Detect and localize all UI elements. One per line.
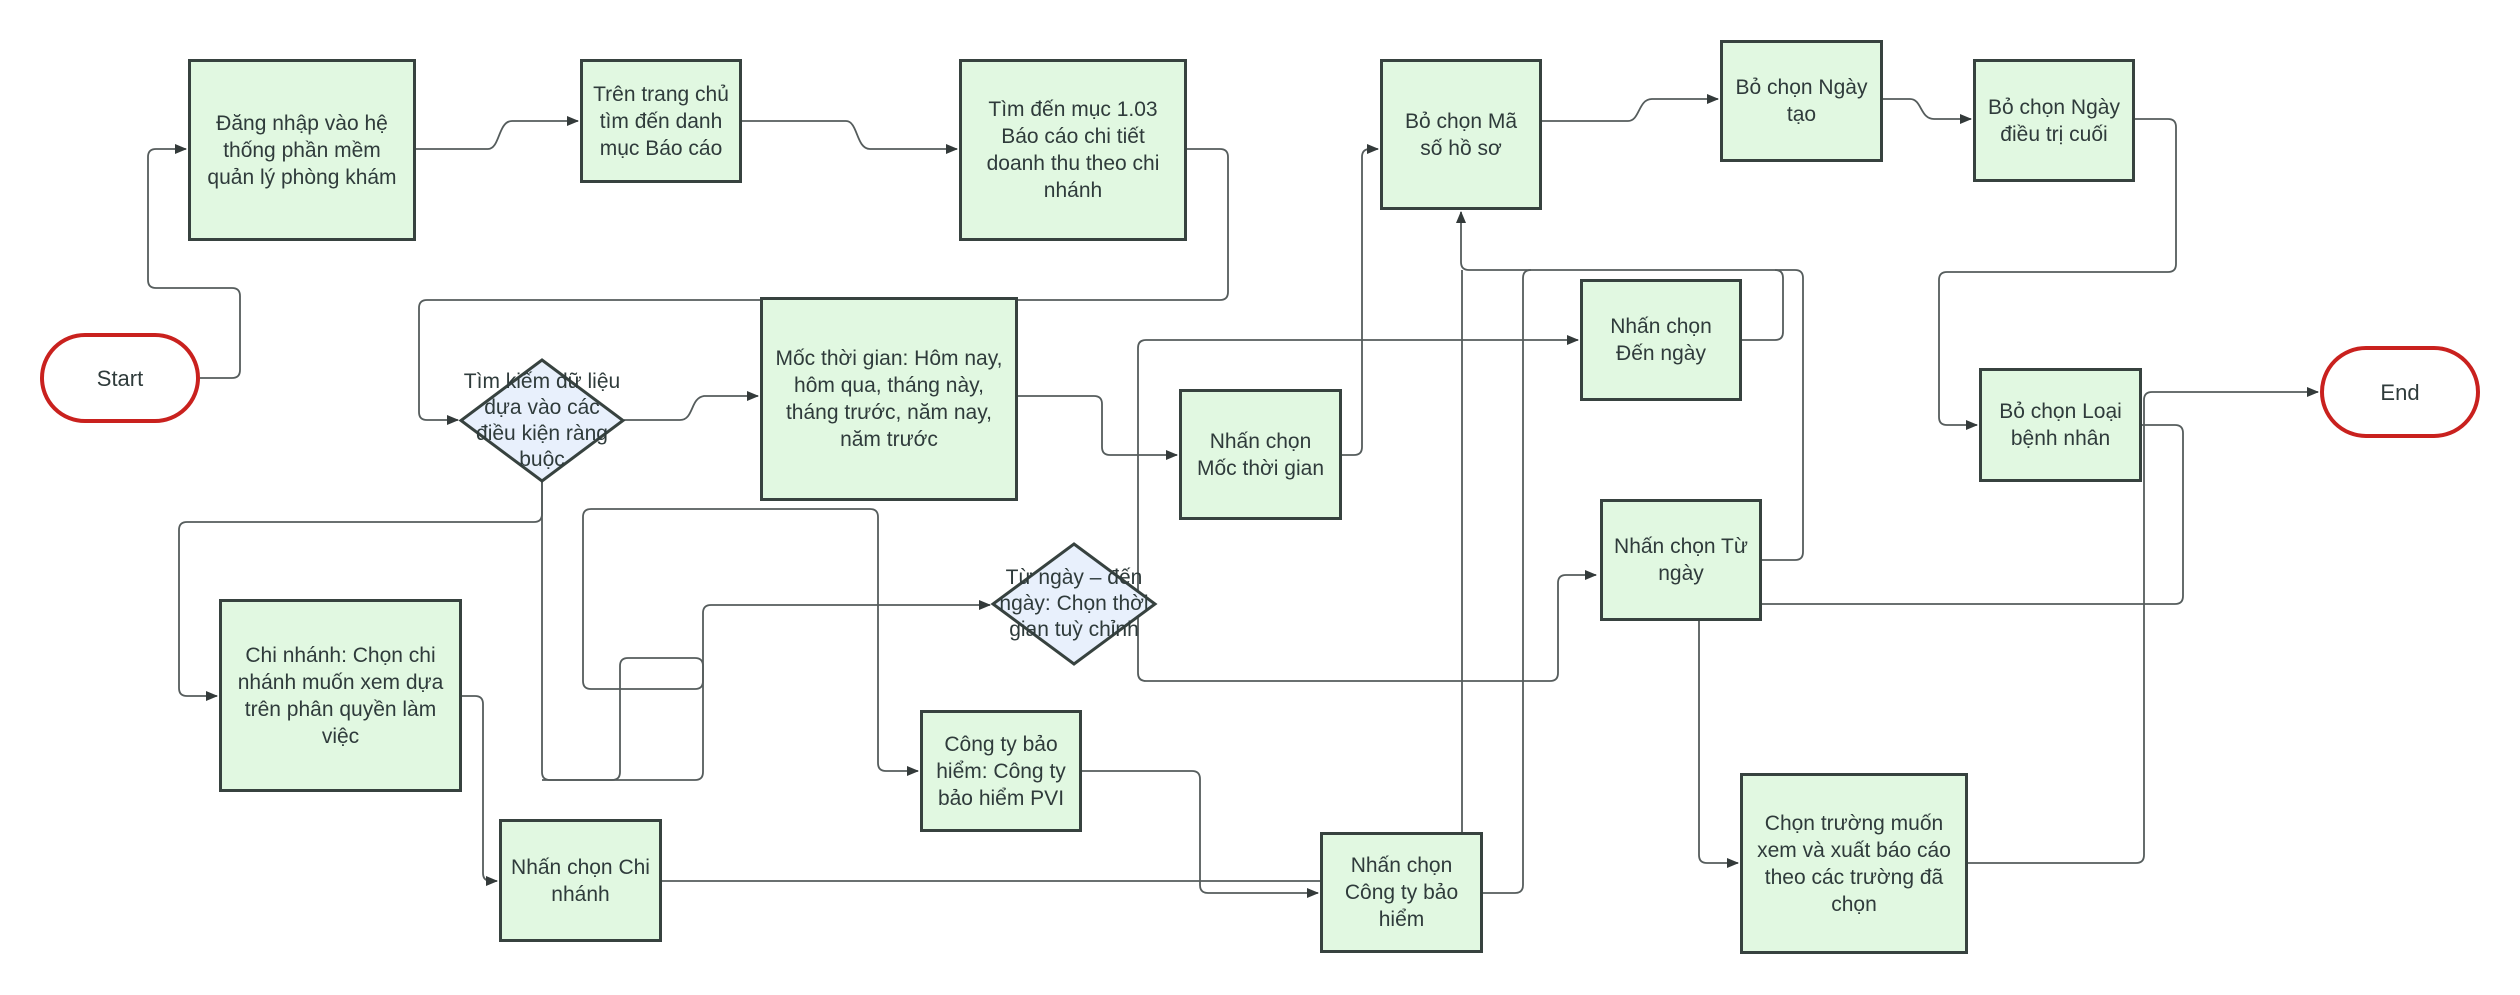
node-click-branch[interactable]: Nhấn chọn Chi nhánh [499, 819, 662, 942]
diamond-shape [990, 542, 1158, 666]
edge-search-branch-desc [178, 482, 543, 701]
edge-todate-recordcode [1456, 211, 1784, 341]
node-branch-desc[interactable]: Chi nhánh: Chọn chi nhánh muốn xem dựa t… [219, 599, 462, 792]
edge-homepage-report103 [742, 120, 958, 154]
edge-login-homepage [416, 116, 579, 150]
edge-click-milestone-recordcode [1342, 144, 1379, 456]
edge-recordcode-createddate [1542, 94, 1719, 122]
node-click-time-milestone[interactable]: Nhấn chọn Mốc thời gian [1179, 389, 1342, 520]
node-date-range-decision-label: Từ ngày – đến ngày: Chọn thời gian tuỳ c… [999, 566, 1149, 641]
node-click-branch-label: Nhấn chọn Chi nhánh [511, 855, 650, 906]
edge-search-milestone-desc [624, 391, 759, 421]
edge-createddate-lasttreatment [1883, 98, 1972, 124]
edge-start-login [147, 144, 241, 379]
node-time-milestone-desc-label: Mốc thời gian: Hôm nay, hôm qua, tháng n… [775, 347, 1003, 451]
node-click-insurance[interactable]: Nhấn chọn Công ty bảo hiểm [1320, 832, 1483, 953]
start-label: Start [96, 365, 144, 391]
edge-branch-desc-click [462, 695, 498, 886]
node-click-from-date[interactable]: Nhấn chọn Từ ngày [1600, 499, 1762, 621]
node-homepage-reports-label: Trên trang chủ tìm đến danh mục Báo cáo [593, 82, 729, 160]
node-insurance-desc-label: Công ty bảo hiểm: Công ty bảo hiểm PVI [936, 732, 1066, 810]
edge-search-insurance-desc [542, 508, 919, 781]
edge-milestone-desc-click [1018, 395, 1178, 460]
edge-insurance-desc-click [1082, 770, 1319, 898]
node-date-range-decision[interactable]: Từ ngày – đến ngày: Chọn thời gian tuỳ c… [990, 542, 1158, 666]
node-uncheck-record-code[interactable]: Bỏ chọn Mã số hồ sơ [1380, 59, 1542, 210]
edge-choosefields-end [1968, 387, 2319, 864]
node-homepage-reports[interactable]: Trên trang chủ tìm đến danh mục Báo cáo [580, 59, 742, 183]
edge-daterange-fromdate [1137, 570, 1597, 682]
edge-fromdate-recordcode [1760, 269, 1804, 561]
node-insurance-desc[interactable]: Công ty bảo hiểm: Công ty bảo hiểm PVI [920, 710, 1082, 832]
node-uncheck-patient-type[interactable]: Bỏ chọn Loại bệnh nhân [1979, 368, 2142, 482]
node-choose-fields-export[interactable]: Chọn trường muốn xem và xuất báo cáo the… [1740, 773, 1968, 954]
node-report-103-label: Tìm đến mục 1.03 Báo cáo chi tiết doanh … [986, 98, 1160, 202]
node-search-decision-label: Tìm kiếm dữ liệu dựa vào các điều kiện r… [463, 369, 621, 471]
node-click-insurance-label: Nhấn chọn Công ty bảo hiểm [1344, 854, 1459, 931]
edge-lasttreatment-patienttype [1938, 118, 2177, 430]
node-time-milestone-desc[interactable]: Mốc thời gian: Hôm nay, hôm qua, tháng n… [760, 297, 1018, 501]
node-login[interactable]: Đăng nhập vào hệ thống phần mềm quản lý … [188, 59, 416, 241]
edge-patienttype-choosefields [1698, 424, 2184, 868]
edge-daterange-todate [1137, 335, 1579, 604]
node-uncheck-patient-type-label: Bỏ chọn Loại bệnh nhân [1999, 400, 2122, 450]
node-click-from-date-label: Nhấn chọn Từ ngày [1614, 535, 1748, 585]
node-choose-fields-export-label: Chọn trường muốn xem và xuất báo cáo the… [1757, 811, 1951, 916]
end-label: End [2380, 379, 2420, 405]
edge-click-insurance-recordcode [1483, 269, 1532, 894]
node-uncheck-last-treatment-date-label: Bỏ chọn Ngày điều trị cuối [1988, 95, 2120, 146]
diamond-shape [458, 358, 626, 483]
node-branch-desc-label: Chi nhánh: Chọn chi nhánh muốn xem dựa t… [237, 643, 444, 748]
edge-search-daterange [541, 482, 991, 781]
start-terminal[interactable]: Start [40, 333, 200, 423]
node-uncheck-created-date-label: Bỏ chọn Ngày tạo [1735, 76, 1868, 126]
node-uncheck-last-treatment-date[interactable]: Bỏ chọn Ngày điều trị cuối [1973, 59, 2135, 182]
node-click-time-milestone-label: Nhấn chọn Mốc thời gian [1197, 429, 1324, 480]
node-click-to-date-label: Nhấn chọn Đến ngày [1610, 315, 1712, 365]
end-terminal[interactable]: End [2320, 346, 2480, 438]
node-login-label: Đăng nhập vào hệ thống phần mềm quản lý … [207, 111, 397, 189]
node-click-to-date[interactable]: Nhấn chọn Đến ngày [1580, 279, 1742, 401]
node-uncheck-record-code-label: Bỏ chọn Mã số hồ sơ [1404, 109, 1518, 160]
node-uncheck-created-date[interactable]: Bỏ chọn Ngày tạo [1720, 40, 1883, 162]
node-report-103[interactable]: Tìm đến mục 1.03 Báo cáo chi tiết doanh … [959, 59, 1187, 241]
node-search-decision[interactable]: Tìm kiếm dữ liệu dựa vào các điều kiện r… [458, 358, 626, 483]
